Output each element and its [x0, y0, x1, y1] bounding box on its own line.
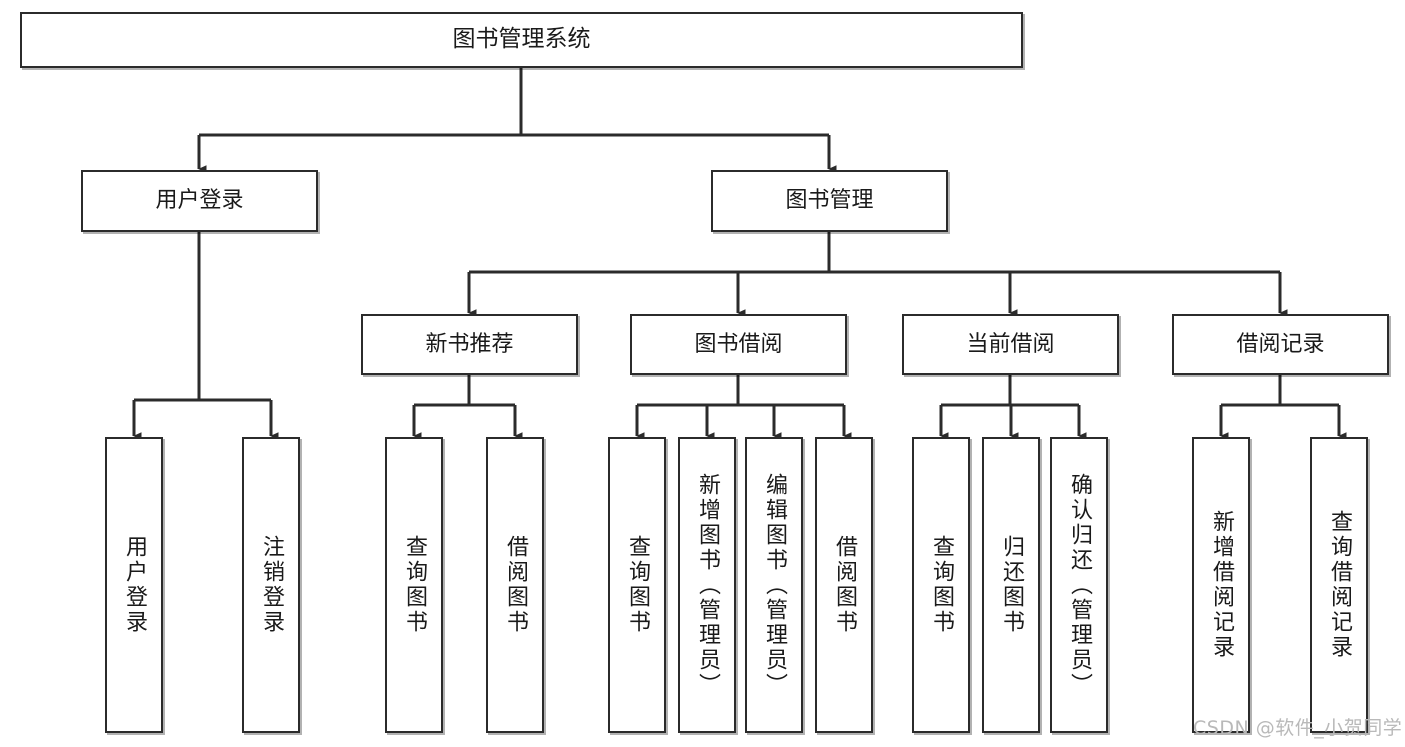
node-user-login-label: 用户登录 [155, 188, 244, 214]
node-leaf-bb-add-book-label: 新增图书（管理员） [695, 472, 720, 698]
node-leaf-bb-borrow-book-label: 借阅图书 [832, 535, 857, 635]
node-leaf-bb-edit-book[interactable]: 编辑图书（管理员） [745, 437, 803, 733]
node-new-book-recommendation[interactable]: 新书推荐 [361, 314, 578, 375]
node-user-login[interactable]: 用户登录 [81, 170, 318, 232]
node-leaf-logout[interactable]: 注销登录 [242, 437, 300, 733]
node-leaf-bb-add-book[interactable]: 新增图书（管理员） [678, 437, 736, 733]
node-book-borrowing-label: 图书借阅 [694, 331, 783, 357]
node-borrowing-record[interactable]: 借阅记录 [1172, 314, 1389, 375]
node-leaf-bb-query-book-label: 查询图书 [625, 535, 650, 635]
node-leaf-br-query-record-label: 查询借阅记录 [1327, 510, 1352, 660]
node-leaf-rec-query-book-label: 查询图书 [402, 535, 427, 635]
node-borrowing-record-label: 借阅记录 [1236, 331, 1325, 357]
node-leaf-br-add-record[interactable]: 新增借阅记录 [1192, 437, 1250, 733]
node-leaf-br-add-record-label: 新增借阅记录 [1209, 510, 1234, 660]
node-leaf-bb-edit-book-label: 编辑图书（管理员） [762, 472, 787, 698]
node-book-borrowing[interactable]: 图书借阅 [630, 314, 847, 375]
node-new-book-recommendation-label: 新书推荐 [425, 331, 514, 357]
node-leaf-cb-confirm-return[interactable]: 确认归还（管理员） [1050, 437, 1108, 733]
node-root-system[interactable]: 图书管理系统 [20, 12, 1023, 68]
connector-lines [132, 68, 1347, 440]
node-leaf-rec-borrow-book[interactable]: 借阅图书 [486, 437, 544, 733]
node-leaf-cb-query-book-label: 查询图书 [929, 535, 954, 635]
node-current-borrowing[interactable]: 当前借阅 [902, 314, 1119, 375]
node-book-management-label: 图书管理 [785, 188, 874, 214]
node-leaf-br-query-record[interactable]: 查询借阅记录 [1310, 437, 1368, 733]
node-leaf-bb-borrow-book[interactable]: 借阅图书 [815, 437, 873, 733]
node-leaf-logout-label: 注销登录 [259, 535, 284, 635]
node-root-system-label: 图书管理系统 [452, 26, 591, 53]
node-leaf-cb-confirm-return-label: 确认归还（管理员） [1067, 472, 1092, 698]
node-current-borrowing-label: 当前借阅 [966, 331, 1055, 357]
node-book-management[interactable]: 图书管理 [711, 170, 948, 232]
node-leaf-user-login[interactable]: 用户登录 [105, 437, 163, 733]
node-leaf-rec-query-book[interactable]: 查询图书 [385, 437, 443, 733]
node-leaf-cb-return-book[interactable]: 归还图书 [982, 437, 1040, 733]
node-leaf-user-login-label: 用户登录 [122, 535, 147, 635]
node-leaf-cb-query-book[interactable]: 查询图书 [912, 437, 970, 733]
node-leaf-rec-borrow-book-label: 借阅图书 [503, 535, 528, 635]
node-leaf-bb-query-book[interactable]: 查询图书 [608, 437, 666, 733]
node-leaf-cb-return-book-label: 归还图书 [999, 535, 1024, 635]
